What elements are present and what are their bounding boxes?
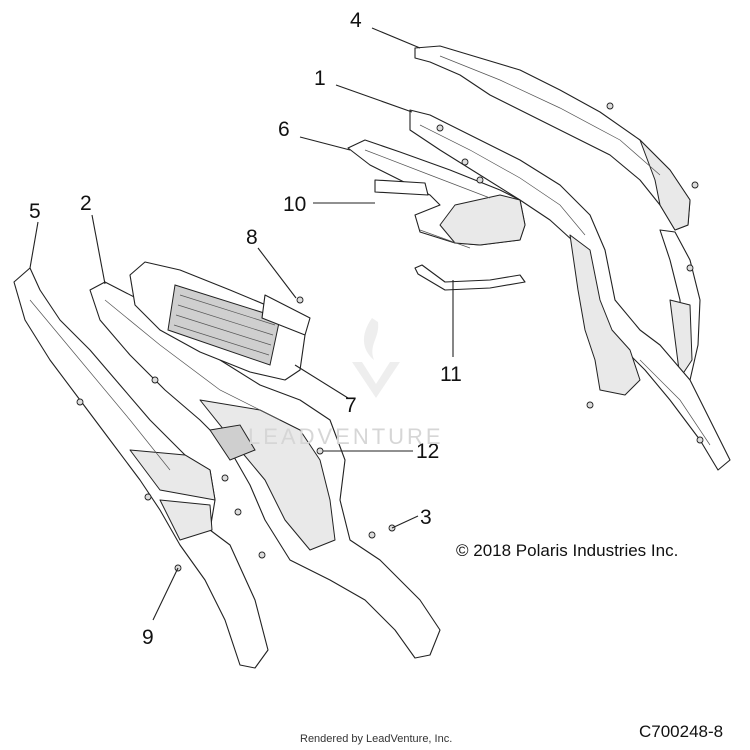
- part-7-grille-housing: [129, 261, 311, 381]
- callout-1: 1: [314, 67, 326, 90]
- part-10-bracket: [374, 179, 471, 249]
- callout-7: 7: [345, 394, 357, 417]
- part-5-side-panel: [13, 267, 269, 669]
- callout-3: 3: [420, 506, 432, 529]
- callout-12: 12: [416, 440, 439, 463]
- callouts: 4 1 6 10 5 2 8 11 7 12 3 9: [29, 9, 462, 649]
- callout-11: 11: [440, 363, 462, 386]
- callout-4: 4: [350, 9, 362, 32]
- rendered-by-credit: Rendered by LeadVenture, Inc.: [300, 733, 453, 745]
- part-1-rear-bar: [409, 109, 731, 471]
- part-6-tray: [347, 139, 526, 246]
- part-11-rod: [414, 264, 526, 291]
- callout-2: 2: [80, 192, 92, 215]
- fastener-group: [76, 102, 704, 572]
- part-2-main-panel: [89, 281, 441, 659]
- leader-lines: [29, 27, 454, 621]
- callout-9: 9: [142, 626, 154, 649]
- callout-10: 10: [283, 193, 306, 216]
- callout-8: 8: [246, 226, 258, 249]
- copyright-notice: © 2018 Polaris Industries Inc.: [456, 541, 679, 560]
- document-number: C700248-8: [639, 722, 724, 741]
- watermark-logo: [352, 318, 400, 398]
- callout-5: 5: [29, 200, 41, 223]
- watermark-text: LEADVENTURE: [248, 424, 444, 449]
- callout-6: 6: [278, 118, 290, 141]
